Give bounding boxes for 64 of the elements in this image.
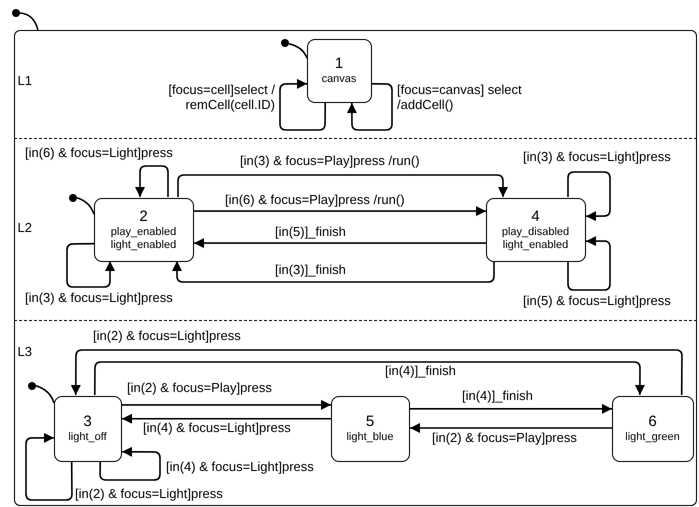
state-box [486,198,586,262]
state-name: play_enabled [110,226,176,238]
edge-label: [focus=cell]select / remCell(cell.ID) [167,82,275,112]
state-box [330,396,410,462]
edge-label: [in(4) & focus=Light]press [143,420,291,435]
edge-label: [in(6) & focus=Play]press /run() [225,192,405,207]
transition-arrow [567,171,611,222]
edge-label: [in(2) & focus=Play]press [127,380,272,395]
edge-label: [in(2) & focus=Play]press [432,430,577,445]
transition-arrow [172,261,495,283]
edge-label: [in(2) & focus=Light]press [93,328,241,343]
edge-label: [in(4) & focus=Light]press [166,459,314,474]
state-name: light_off [68,431,107,444]
transition-arrow [177,174,508,197]
state-name: canvas [322,73,356,86]
state-name: light_enabled [110,238,176,252]
edge-label: [in(4)]_finish [385,363,456,378]
state-number: 4 [531,208,540,226]
edge-label: [in(3) & focus=Play]press /run() [240,153,420,168]
transition-arrow [279,78,326,131]
state-name: play_disabled [502,226,570,238]
region-label: L1 [18,74,32,86]
transition-arrow [122,414,331,424]
state-number: 1 [334,55,344,73]
state-box [612,396,694,462]
transition-arrow [94,361,645,395]
transition-arrow [194,238,486,248]
transition-arrow [410,404,612,414]
state-box [54,396,122,462]
edge-label: [in(2) & focus=Light]press [75,486,223,501]
transition-arrow [410,423,612,433]
edge-label: [in(3) & focus=Light]press [523,149,671,164]
state-number: 6 [648,413,657,431]
transition-arrow [25,432,73,501]
transition-arrow [135,165,169,197]
region-label: L3 [18,344,32,358]
transition-arrow [70,349,683,395]
transition-arrow [122,400,331,410]
initial-transition [36,385,55,404]
initial-transition [20,12,39,30]
edge-label: [in(3)]_finish [275,262,346,277]
state-number: 2 [139,208,148,226]
state-number: 3 [83,413,92,431]
state-name: light_blue [346,431,394,444]
initial-transition [288,43,308,58]
transition-arrow [567,236,611,291]
state-box [306,38,372,102]
transition-arrow [66,242,115,288]
edge-label: [focus=canvas] select /addCell() [397,82,523,112]
region-label: L2 [18,220,32,234]
transition-arrow [194,206,486,216]
edge-label: [in(6) & focus=Light]press [25,145,173,160]
edge-label: [in(4)]_finish [462,388,533,403]
edge-label: [in(5) & focus=Light]press [523,293,671,308]
state-container [14,30,697,506]
state-box [94,198,194,262]
transition-arrow [99,446,161,481]
state-name: light_green [625,431,680,444]
edge-label: [in(3) & focus=Light]press [25,290,173,305]
state-number: 5 [366,413,374,431]
initial-transition [76,197,95,215]
edge-label: [in(5)]_finish [275,224,346,239]
transition-arrow [346,83,393,131]
state-name: light_enabled [502,238,568,252]
